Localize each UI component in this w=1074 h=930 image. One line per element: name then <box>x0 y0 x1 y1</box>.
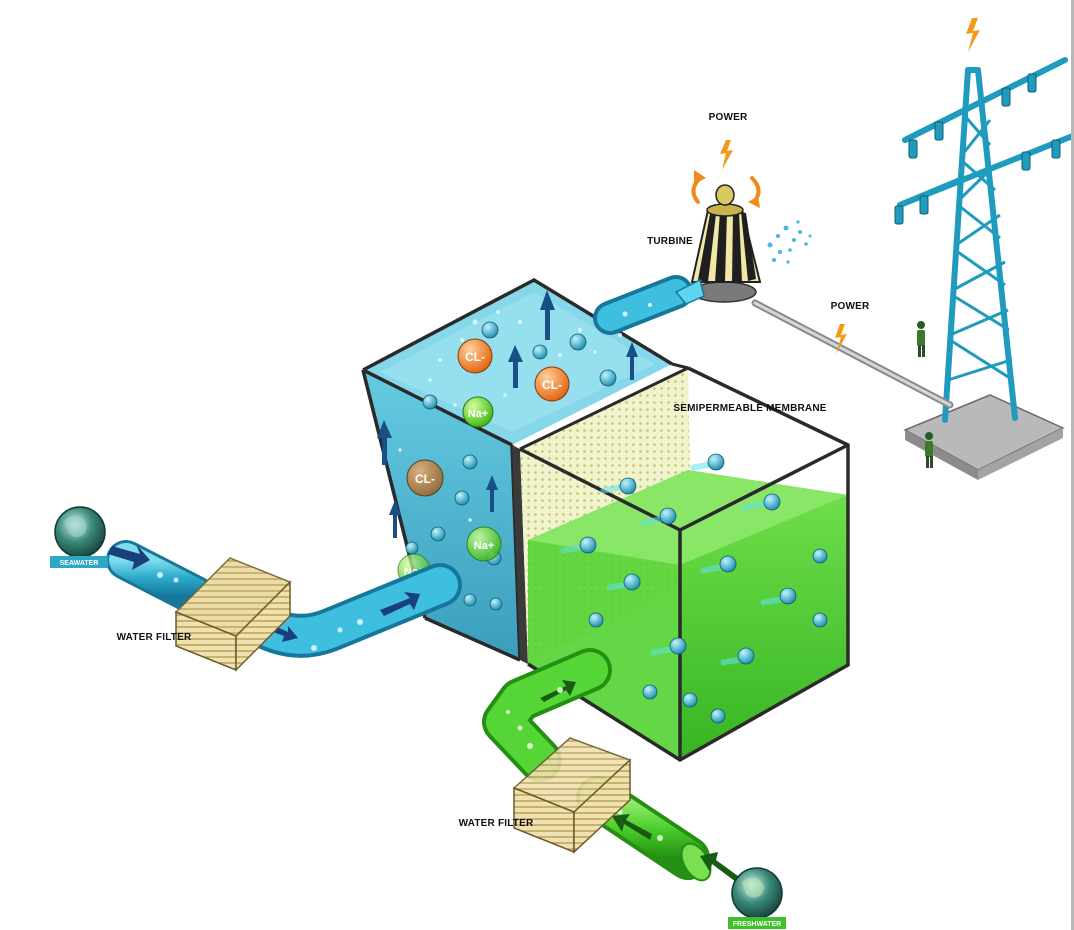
membrane-label: SEMIPERMEABLE MEMBRANE <box>673 403 826 414</box>
water-molecules <box>560 453 828 724</box>
person-icon <box>917 321 925 357</box>
water-filter-left <box>174 557 292 672</box>
lightning-bolt-icon <box>966 18 980 52</box>
turbine <box>690 140 812 303</box>
flow-arrow-icon <box>380 592 420 616</box>
freshwater-pipe <box>482 648 738 882</box>
freshwater-tank <box>519 366 850 763</box>
flow-arrow-icon <box>108 544 150 570</box>
tower-insulators <box>894 73 1061 225</box>
seawater-label: SEAWATER <box>60 560 99 567</box>
freshwater-source: FRESHWATER <box>728 867 786 929</box>
power-label-line: POWER <box>831 301 870 312</box>
right-border <box>1071 0 1074 930</box>
flow-arrow-icon <box>377 290 638 538</box>
turbine-label: TURBINE <box>647 236 693 247</box>
svg-text:CL-: CL- <box>415 472 435 486</box>
power-cable <box>751 299 954 409</box>
svg-text:CL-: CL- <box>465 350 485 364</box>
transmission-tower-icon <box>942 67 1018 423</box>
flow-arrow-icon <box>612 814 652 840</box>
water-filter-bottom <box>512 737 632 854</box>
lightning-bolt-icon <box>720 140 733 170</box>
power-label-top: POWER <box>709 112 748 123</box>
ion-chloride: CL- <box>534 366 570 402</box>
ion-sodium: Na+ <box>462 396 494 428</box>
lightning-bolt-icon <box>835 324 847 354</box>
water-spray-icon <box>767 220 812 264</box>
person-icon <box>925 432 933 468</box>
seawater-source: SEAWATER <box>50 506 108 568</box>
turbine-icon <box>690 184 762 283</box>
svg-text:Na+: Na+ <box>468 408 489 420</box>
flow-arrow-icon <box>700 852 738 882</box>
svg-text:CL-: CL- <box>542 378 562 392</box>
svg-text:Na+: Na+ <box>474 540 495 552</box>
water-filter-label-left: WATER FILTER <box>117 632 192 643</box>
ion-chloride: CL- <box>406 459 444 497</box>
freshwater-label: FRESHWATER <box>733 921 781 928</box>
transmission-tower <box>894 18 1074 480</box>
ion-sodium: Na+ <box>466 526 502 562</box>
ion-chloride: CL- <box>457 338 493 374</box>
water-filter-label-bottom: WATER FILTER <box>459 818 534 829</box>
